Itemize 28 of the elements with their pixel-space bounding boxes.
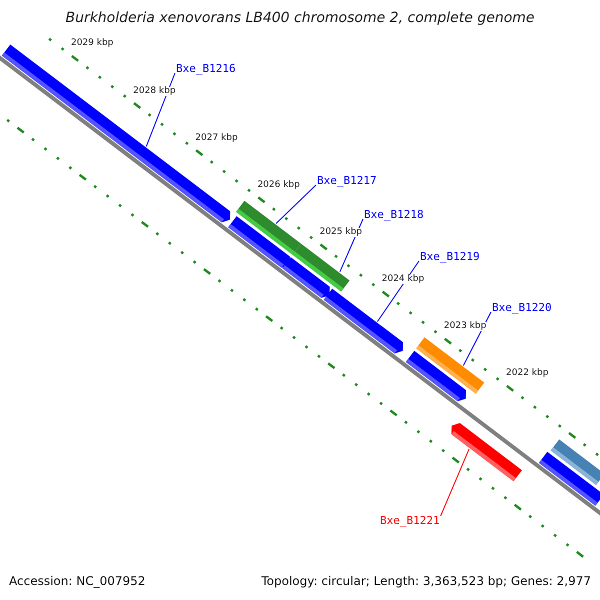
gene-label: Bxe_B1221 — [380, 515, 440, 526]
scale-label: 2022 kbp — [506, 369, 548, 378]
title: Burkholderia xenovorans LB400 chromosome 2, complete genome — [64, 11, 536, 25]
leader-line — [462, 312, 492, 366]
gene-label: Bxe_B1220 — [492, 302, 552, 313]
gene-feature — [406, 350, 466, 402]
leader-line — [146, 72, 176, 147]
gene-feature — [282, 257, 330, 298]
summary-text: Topology: circular; Length: 3,363,523 bp; Genes: 2,977 — [261, 575, 591, 587]
gene-label: Bxe_B1216 — [176, 63, 236, 74]
gene-feature — [538, 452, 600, 506]
gene-feature — [228, 216, 290, 268]
accession-text: Accession: NC_007952 — [9, 575, 146, 587]
gene-feature — [324, 288, 404, 354]
scale-label: 2024 kbp — [382, 275, 424, 284]
scale-label: 2027 kbp — [195, 134, 238, 143]
scale-label: 2028 kbp — [133, 86, 176, 96]
gene-label: Bxe_B1217 — [317, 175, 377, 186]
scale-label: 2025 kbp — [320, 228, 362, 237]
gene-feature — [451, 423, 522, 482]
leader-line — [276, 184, 316, 224]
scale-label: 2023 kbp — [444, 322, 486, 332]
scale-label: 2029 kbp — [70, 39, 114, 48]
gene-label: Bxe_B1219 — [420, 251, 480, 262]
leader-line — [440, 448, 470, 516]
gene-label: Bxe_B1218 — [364, 209, 424, 220]
leader-line — [376, 260, 420, 322]
scale-label: 2026 kbp — [257, 180, 300, 190]
